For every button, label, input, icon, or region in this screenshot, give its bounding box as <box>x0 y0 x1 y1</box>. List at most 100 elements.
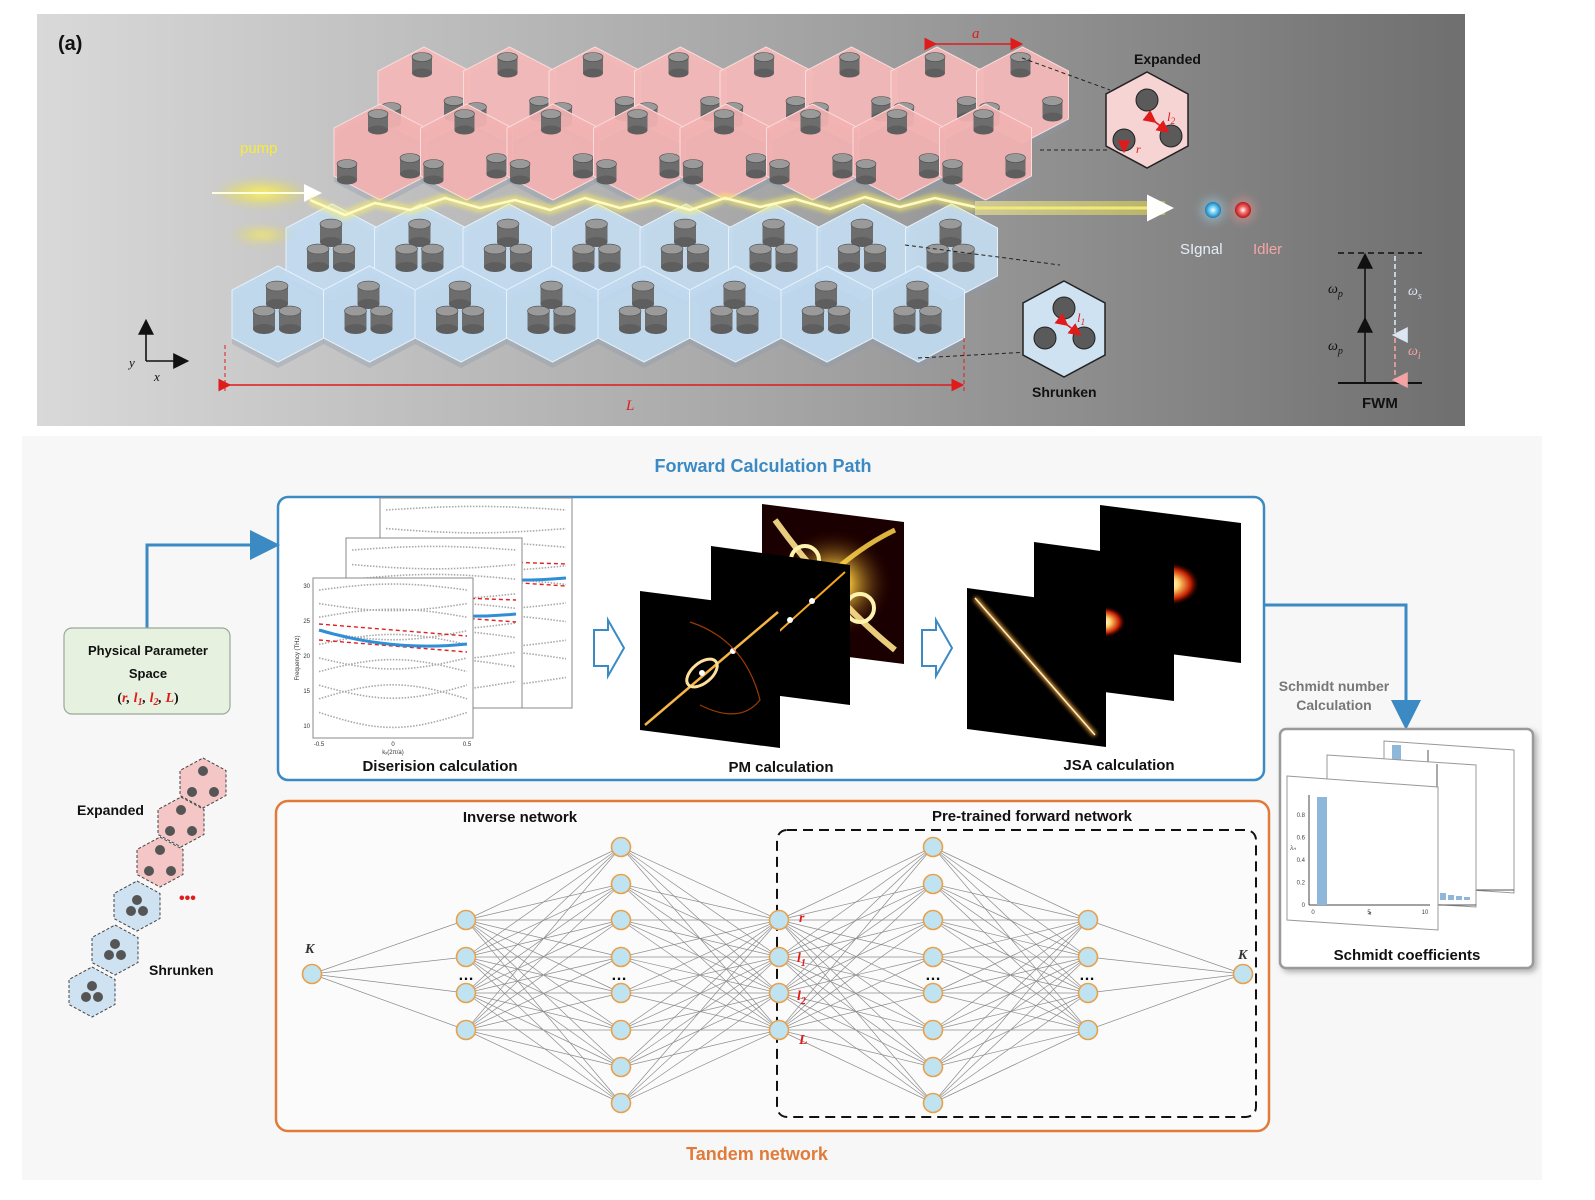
band-line <box>318 608 468 618</box>
photonic-crystal <box>231 46 1069 368</box>
pm-label: PM calculation <box>728 759 833 776</box>
dispersion-label: Diserision calculation <box>362 758 517 775</box>
expanded-inset: l2 r Expanded <box>1021 51 1201 169</box>
cylinder-base <box>596 175 617 185</box>
cylinder-top <box>497 52 518 62</box>
network-node-layer-4 <box>768 982 790 1004</box>
network-node-layer-3 <box>610 982 632 1004</box>
cylinder-base <box>627 125 648 135</box>
cylinder-base <box>320 237 342 247</box>
cylinder-base <box>838 262 860 272</box>
expanded-inset-title: Expanded <box>1134 51 1201 67</box>
network-node-layer-4 <box>768 1019 790 1041</box>
chain-rod <box>126 906 136 916</box>
cylinder-top <box>496 218 520 230</box>
cylinder-base <box>333 262 355 272</box>
network-node-layer-6 <box>1077 946 1099 968</box>
cylinder-top <box>443 96 465 106</box>
network-nodes <box>301 836 1254 1114</box>
ellipsis-layer-1: … <box>458 967 474 984</box>
hexagon-chain <box>68 757 227 1018</box>
network-edge <box>311 919 467 975</box>
expanded-cell <box>766 103 859 206</box>
cylinder-top <box>509 243 533 255</box>
cylinder-base <box>926 262 949 272</box>
shrunken-l1-label: l1 <box>1077 310 1085 327</box>
cylinder-top <box>800 109 821 119</box>
cylinder-top <box>952 243 975 255</box>
band-line <box>318 684 468 700</box>
network-edge <box>465 992 622 1031</box>
network-edge <box>778 846 934 921</box>
cylinder-base <box>802 324 824 334</box>
network-edge <box>465 883 622 1031</box>
schmidt-title: Schmidt coefficients <box>1334 947 1481 964</box>
param-L-label: L <box>798 1033 808 1048</box>
cylinder-top <box>614 96 636 106</box>
cylinder-top <box>668 52 689 62</box>
cylinder-base <box>583 68 603 78</box>
lattice-constant-label: a <box>972 26 980 42</box>
chain-ellipsis: ••• <box>179 890 196 907</box>
jsa-label: JSA calculation <box>1063 757 1174 774</box>
ellipsis-layer-2: … <box>611 967 627 984</box>
cylinder-top <box>572 153 594 163</box>
network-edge <box>778 919 934 994</box>
cylinder-top <box>572 243 595 255</box>
pump-label: pump <box>240 140 278 157</box>
network-node-layer-4 <box>768 909 790 931</box>
cylinder-base <box>497 237 519 247</box>
cylinder-top <box>673 218 697 230</box>
network-node-layer-2 <box>455 1019 477 1041</box>
cylinder-top <box>801 305 825 317</box>
network-edge <box>778 992 934 1031</box>
cylinder-base <box>925 68 945 78</box>
dispersion-y-tick: 25 <box>303 619 310 625</box>
cylinder-base <box>746 169 766 179</box>
cylinder-top <box>886 109 908 119</box>
schmidt-x-tick: 10 <box>1422 910 1429 916</box>
shrunken-cell <box>597 265 691 368</box>
network-edges <box>311 846 1244 1104</box>
chain-rod <box>116 950 126 960</box>
schmidt-x-label: n <box>1369 911 1372 917</box>
network-edge <box>620 846 780 921</box>
network-edge <box>465 919 622 1031</box>
expanded-l2-label: l2 <box>1167 109 1176 126</box>
cylinder-top <box>745 153 767 163</box>
dispersion-x-tick: 0 <box>391 742 395 748</box>
forward-network-title: Pre-trained forward network <box>932 808 1133 825</box>
cylinder-base <box>357 299 380 309</box>
cylinder-base <box>714 125 734 135</box>
cylinder-top <box>529 96 550 106</box>
chain-rod <box>198 766 208 776</box>
cylinder-base <box>421 262 444 272</box>
network-edge <box>778 1029 934 1104</box>
shrunken-cell <box>689 265 782 368</box>
cylinder-top <box>319 218 343 230</box>
network-edge <box>778 846 934 1031</box>
cylinder-top <box>336 159 358 169</box>
expanded-cell <box>679 103 773 206</box>
param-to-forward-arrow <box>145 530 280 628</box>
network-edge <box>932 919 1089 994</box>
idler-photon <box>1235 202 1251 218</box>
idler-label: Idler <box>1253 241 1282 258</box>
cylinder-base <box>484 262 506 272</box>
defect-band <box>318 628 468 648</box>
network-edge <box>932 919 1089 958</box>
cylinder-top <box>863 243 887 255</box>
schmidt-x-tick: 5 <box>1367 910 1371 916</box>
chain-rod <box>144 866 154 876</box>
network-edge <box>620 919 780 958</box>
fwm-diagram: ωp ωp ωs ωi FWM <box>1328 252 1422 412</box>
network-edge <box>932 846 1089 921</box>
param-l2-label: l2 <box>797 989 806 1007</box>
schmidt-y-label: λₙ <box>1289 844 1296 852</box>
chain-shrunken-label: Shrunken <box>149 962 214 978</box>
band-line <box>318 583 468 591</box>
network-node-layer-5 <box>922 1092 944 1114</box>
cylinder-base <box>1010 68 1031 78</box>
omega-i-label: ωi <box>1408 344 1421 362</box>
